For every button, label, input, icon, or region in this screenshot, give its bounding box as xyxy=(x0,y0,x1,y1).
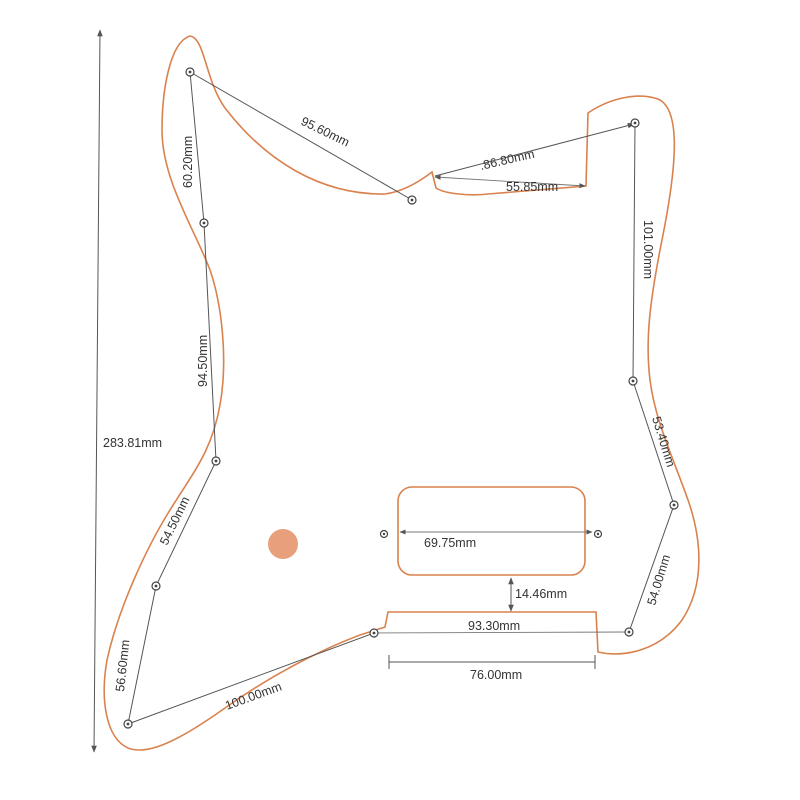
left-middle-label: 94.50mm xyxy=(196,335,210,387)
screw-hole xyxy=(628,376,638,386)
screw-hole xyxy=(669,500,679,510)
screw-hole xyxy=(185,67,195,77)
right-upper-label: 101.00mm xyxy=(641,220,655,279)
overall-height-line xyxy=(91,29,103,753)
top-notch-width-line xyxy=(434,174,586,189)
screw-hole xyxy=(369,628,379,638)
bottom-left-diag-label: 100.00mm xyxy=(223,679,283,712)
pickup-gap-label: 14.46mm xyxy=(515,587,567,601)
screw-hole xyxy=(211,456,221,466)
bottom-hole-span-label: 93.30mm xyxy=(468,619,520,633)
screw-hole xyxy=(593,529,603,539)
pickup-cavity xyxy=(397,486,586,576)
knob-marker xyxy=(268,529,298,559)
top-left-diag-label: 95.60mm xyxy=(299,114,352,149)
top-notch-width-label: 55.85mm xyxy=(506,180,558,194)
right-lower-label: 54.00mm xyxy=(644,553,673,607)
screw-hole xyxy=(407,195,417,205)
screw-hole xyxy=(630,118,640,128)
screw-hole xyxy=(624,627,634,637)
left-dimension-chain xyxy=(127,71,217,725)
screw-hole xyxy=(379,529,389,539)
screw-hole xyxy=(123,719,133,729)
right-dimension-chain xyxy=(628,122,675,633)
left-bottom-label: 56.60mm xyxy=(113,639,132,692)
bottom-left-diag-line xyxy=(127,632,375,725)
bottom-hole-span-line xyxy=(373,631,630,634)
pickguard-outline xyxy=(103,35,700,751)
screw-hole xyxy=(151,581,161,591)
top-center-right-line xyxy=(434,122,635,177)
top-center-right-label: .86.80mm xyxy=(479,147,536,173)
left-upper-label: 60.20mm xyxy=(181,136,195,188)
pickup-width-label: 69.75mm xyxy=(424,536,476,550)
top-left-diag-line xyxy=(189,71,413,201)
overall-height-label: 283.81mm xyxy=(103,436,162,450)
bottom-notch-width-label: 76.00mm xyxy=(470,668,522,682)
screw-hole xyxy=(199,218,209,228)
